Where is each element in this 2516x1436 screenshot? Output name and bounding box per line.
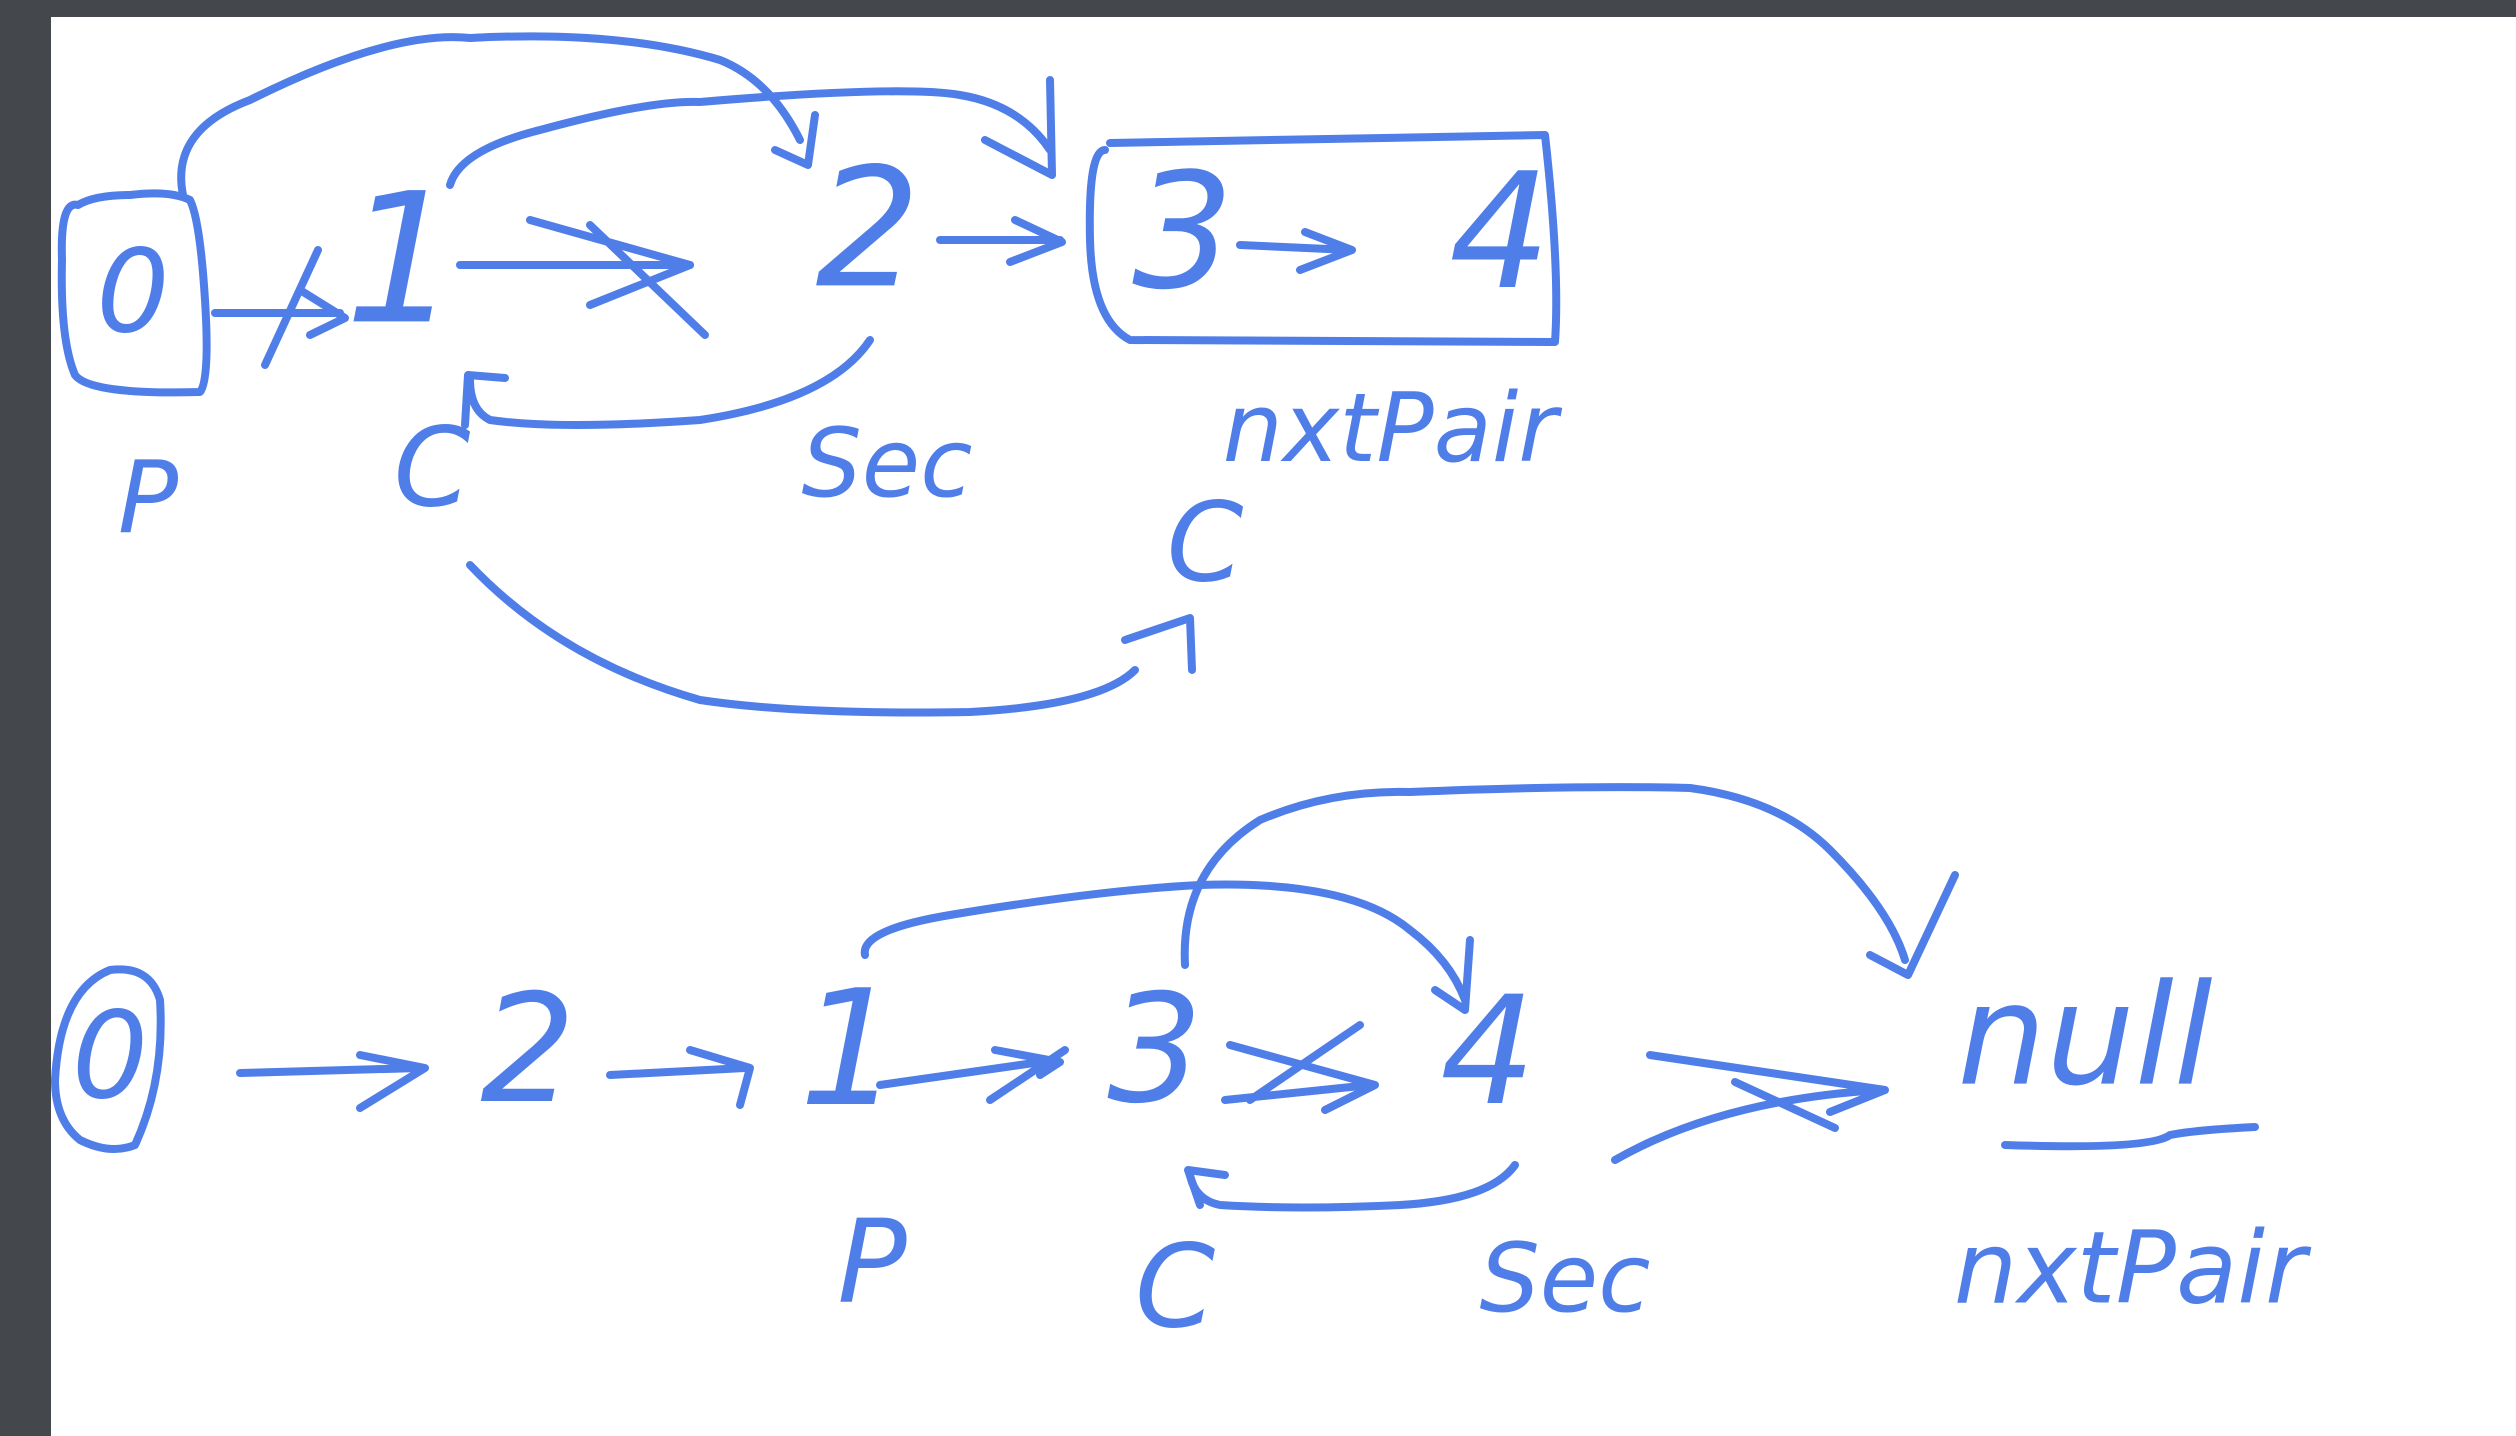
top-node-4: 4 (1449, 138, 1551, 325)
bottom-null: null (1957, 955, 2212, 1118)
top-label-p: P (118, 439, 179, 556)
top-label-c-next: C (1167, 478, 1244, 606)
bottom-arrow-4-null-cross (1731, 1078, 1839, 1132)
whiteboard-canvas (51, 17, 2516, 1436)
bottom-arrow-3-4-head (1226, 1041, 1379, 1114)
bottom-arrow-2-1-head (686, 1046, 754, 1109)
bottom-node-3: 3 (1107, 963, 1202, 1137)
top-arc-1-to-3 (446, 87, 1054, 189)
bottom-linked-list: 0 2 1 3 4 null (51, 783, 2312, 1355)
bottom-arc-1-to-4-head (1431, 936, 1474, 1014)
bottom-arrow-2-1 (606, 1064, 749, 1079)
bottom-label-sec: Sec (1480, 1224, 1651, 1334)
bottom-arc-3-to-null (1180, 783, 1909, 969)
bottom-arrow-3-4-cross (1246, 1021, 1364, 1104)
top-arc-1-to-3-head (981, 76, 1056, 179)
top-node-2: 2 (816, 132, 921, 324)
top-arc-c-to-next (466, 561, 1139, 717)
bottom-arrow-1-3-head (991, 1046, 1064, 1079)
bottom-node-2: 2 (480, 963, 575, 1137)
bottom-arrow-0-2 (236, 1064, 424, 1077)
top-arrow-3-4-head (1296, 228, 1356, 274)
top-label-nxtpair: nxtPair (1223, 374, 1563, 484)
bottom-arc-sec-to-c (1186, 1161, 1519, 1212)
top-node-0-label: 0 (96, 226, 169, 360)
bottom-arrow-0-2-head (356, 1051, 429, 1112)
top-pair-box (1085, 131, 1561, 346)
top-node-3: 3 (1132, 138, 1234, 325)
top-arrow-0-1-head (296, 286, 349, 339)
top-arc-2-to-c-head (461, 371, 509, 429)
bottom-null-underline (2001, 1123, 2259, 1151)
bottom-arc-3-to-null-head (1866, 871, 1959, 979)
bottom-label-p: P (837, 1196, 907, 1330)
bottom-arc-sec-to-c-head (1184, 1166, 1229, 1209)
top-arc-0-to-2-head (771, 111, 819, 169)
top-arrow-2-3-head (1006, 216, 1066, 266)
top-arrow-1-2-cross (586, 221, 709, 339)
bottom-arrow-4-null (1611, 1086, 1884, 1164)
top-node-1: 1 (345, 155, 460, 364)
top-node-0: 0 (57, 189, 211, 397)
top-label-c: C (394, 403, 471, 531)
bottom-node-0-label: 0 (72, 988, 148, 1127)
bottom-label-c: C (1135, 1221, 1215, 1355)
top-arrow-0-1-cross (261, 246, 322, 369)
top-arc-2-to-c (466, 336, 874, 429)
bottom-node-0: 0 (51, 965, 165, 1153)
top-arrow-3-4 (1236, 241, 1354, 254)
top-label-sec: Sec (802, 409, 973, 519)
top-linked-list: 0 1 2 3 4 P C Se (57, 32, 1563, 717)
bottom-node-1: 1 (799, 955, 901, 1142)
top-arc-c-to-next-head (1121, 614, 1196, 674)
bottom-label-nxtpair: nxtPair (1954, 1209, 2312, 1326)
bottom-node-4: 4 (1440, 965, 1535, 1139)
bottom-arrow-1-3 (876, 1056, 1059, 1089)
top-arrow-1-2-head (526, 216, 694, 309)
bottom-arrow-4-null-head (1646, 1051, 1889, 1116)
bottom-arrow-1-3-cross (986, 1046, 1069, 1104)
top-arc-0-to-2 (177, 32, 804, 199)
